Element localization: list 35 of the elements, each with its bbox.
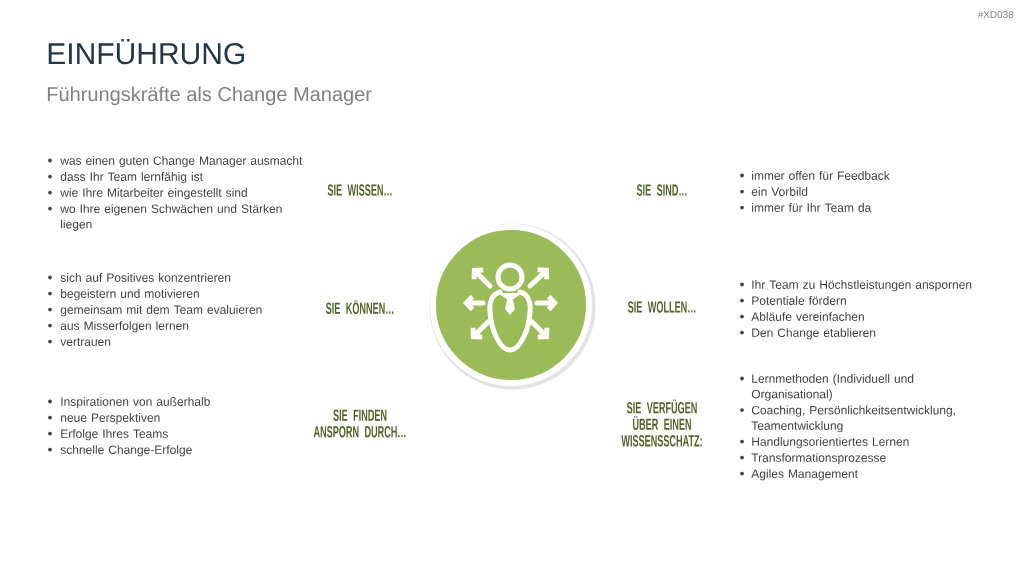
section-heading: SIE WISSEN… xyxy=(327,184,392,196)
slide-title: EINFÜHRUNG xyxy=(48,38,244,65)
list-item: sich auf Positives konzentrieren xyxy=(60,273,231,282)
list-item: dass Ihr Team lernfähig ist xyxy=(60,172,203,184)
list-item: wie Ihre Mitarbeiter eingestellt sind xyxy=(60,188,247,200)
list-item: schnelle Change-Erfolge xyxy=(60,445,192,457)
section-heading: SIE VERFÜGEN ÜBER EINEN WISSENSSCHATZ: xyxy=(621,399,702,447)
list-item: gemeinsam mit dem Team evaluieren xyxy=(60,305,262,317)
section-heading: SIE KÖNNEN… xyxy=(325,300,394,315)
list-item: Erfolge Ihres Teams xyxy=(61,429,168,441)
list-item: Ihr Team zu Höchstleistungen anspornen xyxy=(752,280,972,292)
list-item: wo Ihre eigenen Schwächen und Stärken liegen xyxy=(60,204,282,231)
list-item: was einen guten Change Manager ausmacht xyxy=(60,156,303,168)
list-item: Transformationsprozesse xyxy=(751,453,886,465)
list-item: neue Perspektiven xyxy=(61,413,160,425)
list-item: immer offen für Feedback xyxy=(752,171,890,180)
list-item: Abläufe vereinfachen xyxy=(751,312,864,321)
list-item: Lernmethoden (Individuell und Organisational) xyxy=(751,374,914,401)
list-item: vertrauen xyxy=(60,338,111,346)
list-item: Coaching, Persönlichkeitsentwicklung, Teamentwicklung xyxy=(751,405,955,433)
list-item: ein Vorbild xyxy=(751,187,808,196)
section-heading: SIE WOLLEN… xyxy=(627,301,696,313)
list-item: Handlungsorientiertes Lernen xyxy=(752,437,909,449)
section-heading: SIE FINDEN ANSPORN DURCH… xyxy=(313,409,406,438)
list-item: Den Change etablieren xyxy=(752,328,876,340)
slide-code: #XD038 xyxy=(977,11,1014,19)
list-item: Inspirationen von außerhalb xyxy=(61,397,210,409)
list-item: Agiles Management xyxy=(751,469,858,481)
list-item: begeistern und motivieren xyxy=(61,289,199,301)
list-item: immer für Ihr Team da xyxy=(752,203,872,212)
icon-circle xyxy=(429,223,596,390)
list-item: aus Misserfolgen lernen xyxy=(60,321,189,333)
section-heading: SIE SIND… xyxy=(636,184,687,196)
list-item: Potentiale fördern xyxy=(752,296,846,305)
slide-subtitle: Führungskräfte als Change Manager xyxy=(47,86,372,106)
